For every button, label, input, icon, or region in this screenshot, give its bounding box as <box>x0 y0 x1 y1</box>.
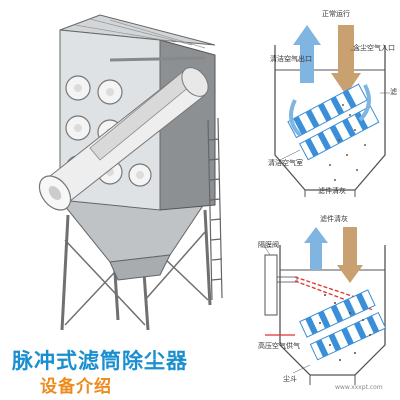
filter-cartridges-top <box>287 83 380 161</box>
normal-operation-heading: 正常运行 <box>322 10 350 18</box>
dust-hopper-label: 尘斗 <box>283 375 297 383</box>
housing-outline-top <box>274 45 386 191</box>
clean-air-chamber-label: 清洁空气室 <box>268 159 303 167</box>
clean-air-arrow-bottom <box>304 227 328 270</box>
filter-cleaning-caption: 滤件清灰 <box>318 187 346 195</box>
filter-label: 滤 <box>390 88 397 96</box>
clean-air-outlet-arrow <box>293 25 321 83</box>
high-pressure-air-label: 高压空气供气 <box>258 342 300 350</box>
exploded-filter-cartridge <box>38 67 209 211</box>
clean-air-outlet-label: 清洁空气出口 <box>270 55 312 63</box>
pulse-cleaning-diagram <box>264 227 387 385</box>
diaphragm-valve-label: 隔膜阀 <box>258 241 279 249</box>
dust-collector-illustration <box>38 14 223 331</box>
dirty-air-arrow-bottom <box>337 227 363 283</box>
dirty-air-inlet-arrow <box>331 25 361 95</box>
access-ladder <box>207 117 223 301</box>
blowpipe <box>109 56 206 62</box>
dirty-air-inlet-label: 含尘空气入口 <box>353 44 395 52</box>
normal-operation-diagram <box>274 25 390 197</box>
watermark: www.xxxpt.com <box>335 384 383 391</box>
housing-right-side <box>159 39 216 211</box>
sub-title: 设备介绍 <box>40 377 112 397</box>
filter-cartridges-bottom <box>299 289 387 361</box>
pulse-cleaning-heading: 滤件清灰 <box>320 215 348 223</box>
diaphragm-valve <box>264 254 278 316</box>
main-title: 脉冲式滤筒除尘器 <box>12 349 188 373</box>
